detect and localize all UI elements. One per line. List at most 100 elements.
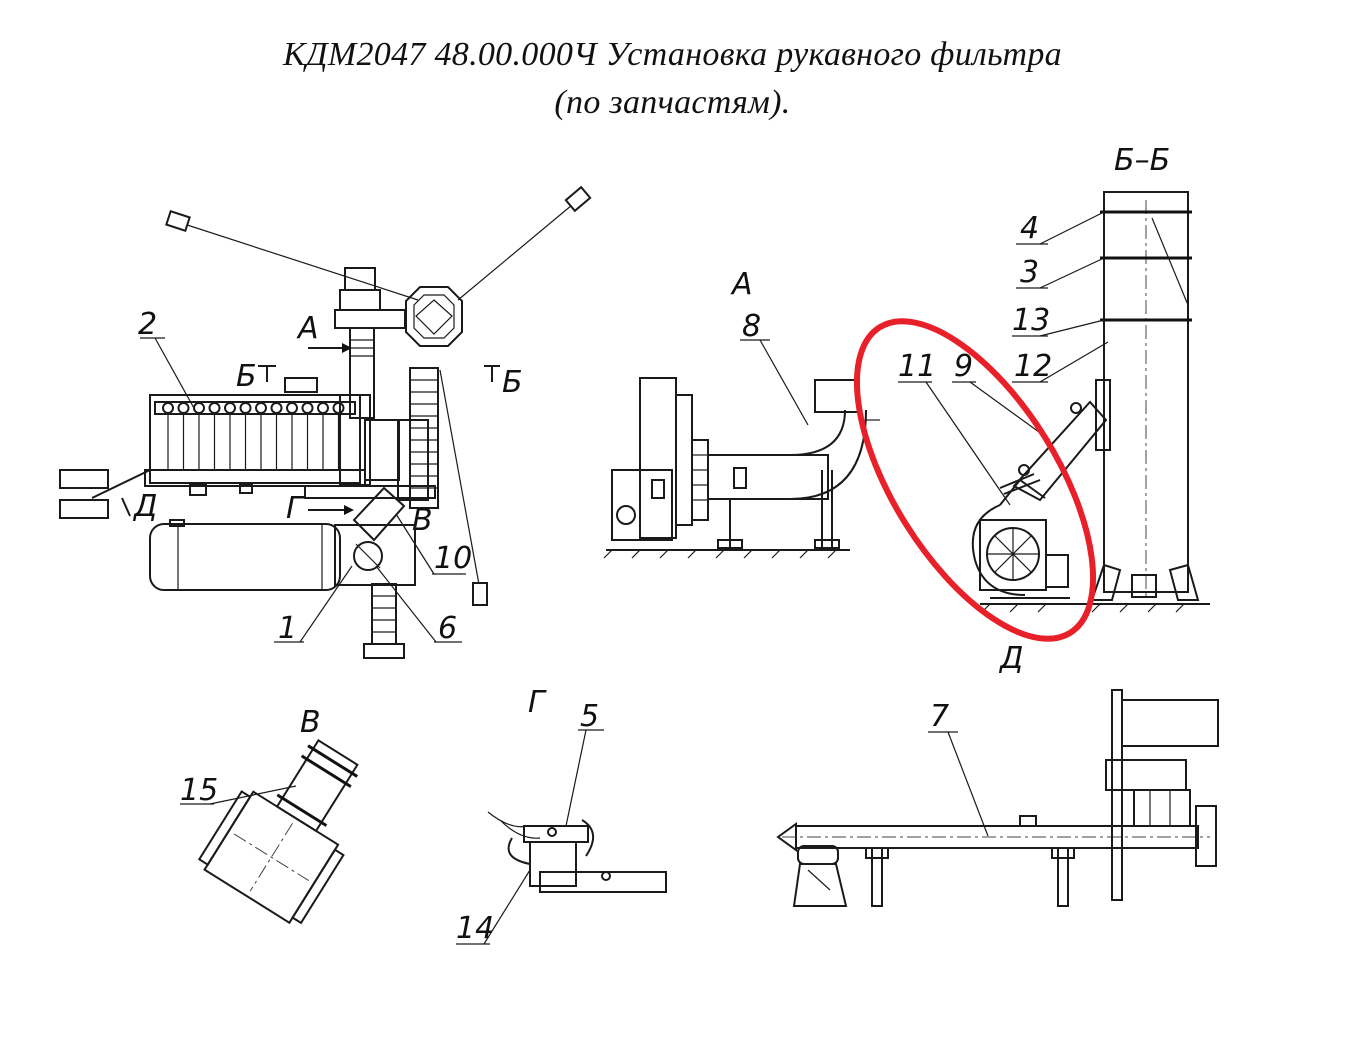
d-mark	[121, 497, 131, 517]
callout-4: 4	[1020, 211, 1039, 246]
callout-12: 12	[1014, 349, 1052, 384]
filter-bag-head	[193, 402, 205, 414]
rotary-unit	[334, 524, 416, 586]
elbow-top	[814, 379, 860, 413]
rotary-wheel	[353, 541, 383, 571]
callout-13: 13	[1012, 303, 1050, 338]
callout-14: 14	[456, 911, 494, 946]
d-block-upper	[59, 469, 109, 489]
filter-top-hatch	[284, 377, 318, 393]
view-v-label: В	[412, 503, 433, 538]
inlet-box	[339, 289, 381, 311]
motor	[611, 469, 673, 541]
vertical-duct	[349, 327, 375, 419]
filter-bag-head	[208, 402, 221, 414]
elbow-inner	[789, 409, 846, 456]
callout-2: 2	[138, 307, 157, 342]
left-hopper	[792, 863, 848, 907]
fan-scroll	[971, 504, 1026, 596]
fan-flange	[691, 439, 709, 521]
anchor-plate-left	[165, 209, 191, 233]
chimney-octagon-inner	[413, 294, 455, 339]
view-g-valve	[581, 819, 594, 857]
callout-10: 10	[434, 541, 472, 576]
filter-bag-head	[270, 402, 283, 414]
fan-outlet-duct	[1012, 400, 1108, 502]
side-conveyor	[409, 367, 439, 509]
stack-foot-right	[1168, 563, 1200, 601]
view-a-label: А	[296, 311, 319, 346]
filter-bag-head	[286, 402, 298, 414]
callout-8: 8	[742, 309, 761, 344]
angled-duct	[352, 486, 406, 542]
view-g: Г 5 14	[456, 685, 667, 946]
anchor-plate-right	[564, 185, 592, 213]
view-d-label: Д	[132, 489, 157, 524]
d-arm	[91, 469, 151, 499]
filter-bag-head	[239, 402, 252, 414]
callout-11: 11	[898, 349, 936, 384]
view-v-heading: В	[300, 705, 321, 740]
callout-1: 1	[278, 611, 297, 646]
callout-7: 7	[930, 699, 949, 734]
view-v-pipe	[275, 739, 359, 833]
guy-wire-right	[457, 199, 579, 301]
intake-hopper	[1121, 699, 1219, 747]
stack-foot-left	[1090, 563, 1122, 601]
stack-inlet-flange	[1095, 379, 1111, 451]
filter-bag-head	[301, 402, 314, 414]
section-bb-heading: Б–Б	[1114, 143, 1170, 178]
chimney-diamond	[415, 299, 453, 335]
anchor-plate-bottom	[472, 582, 488, 606]
view-a: А 8	[603, 267, 880, 559]
view-g-label: Г	[286, 491, 305, 526]
view-d-footer: Д	[998, 641, 1023, 676]
rotary-valve	[1133, 789, 1191, 827]
conveyor-end-flange	[1195, 805, 1217, 867]
guy-wire-left	[177, 221, 419, 301]
filter-bags	[162, 402, 345, 470]
lower-conveyor-end	[363, 643, 405, 659]
filter-bag-head	[317, 402, 329, 414]
chimney-stack	[1103, 191, 1189, 593]
callout-5: 5	[580, 699, 599, 734]
highlight-ellipse	[853, 318, 1097, 642]
callout-15: 15	[180, 773, 218, 808]
filter-leg	[189, 484, 207, 496]
horizontal-duct	[707, 454, 829, 500]
fan-housing	[639, 377, 677, 539]
drawing-title: КДМ2047 48.00.000Ч Установка рукавного ф…	[283, 36, 1062, 73]
section-b-right-label: Б	[502, 365, 523, 400]
filter-foot	[239, 484, 253, 494]
guy-wire-bottom	[439, 369, 481, 591]
base-frame	[304, 485, 436, 499]
filter-bag-head	[332, 402, 345, 414]
plan-view: А Б Б	[59, 185, 592, 659]
filter-bag-head	[177, 402, 190, 414]
callout-3: 3	[1020, 255, 1039, 290]
filter-bag-head	[224, 402, 236, 414]
section-b-left-label: Б	[236, 359, 257, 394]
filter-bag-head	[255, 402, 267, 414]
filter-bag-head	[162, 402, 174, 414]
lower-conveyor	[371, 583, 397, 645]
drawing-subtitle: (по запчастям).	[554, 84, 791, 121]
side-conveyor-ribs	[410, 379, 438, 489]
inlet-cap	[344, 267, 376, 291]
filter-outlet	[364, 419, 400, 481]
view-g-body	[529, 841, 577, 887]
view-a-arrowhead	[342, 343, 352, 353]
filter-housing	[149, 394, 361, 484]
collector-cylinder	[149, 523, 341, 591]
fan-spokes	[987, 528, 1039, 580]
view-a-heading: А	[730, 267, 753, 302]
section-b-right-mark	[484, 365, 500, 382]
fan-motor	[1045, 554, 1069, 588]
view-v: В 15	[180, 705, 359, 925]
callout-6: 6	[438, 611, 457, 646]
duct-valve	[733, 467, 747, 489]
inlet-flange	[334, 309, 406, 329]
conveyor-7: 7	[776, 689, 1219, 907]
